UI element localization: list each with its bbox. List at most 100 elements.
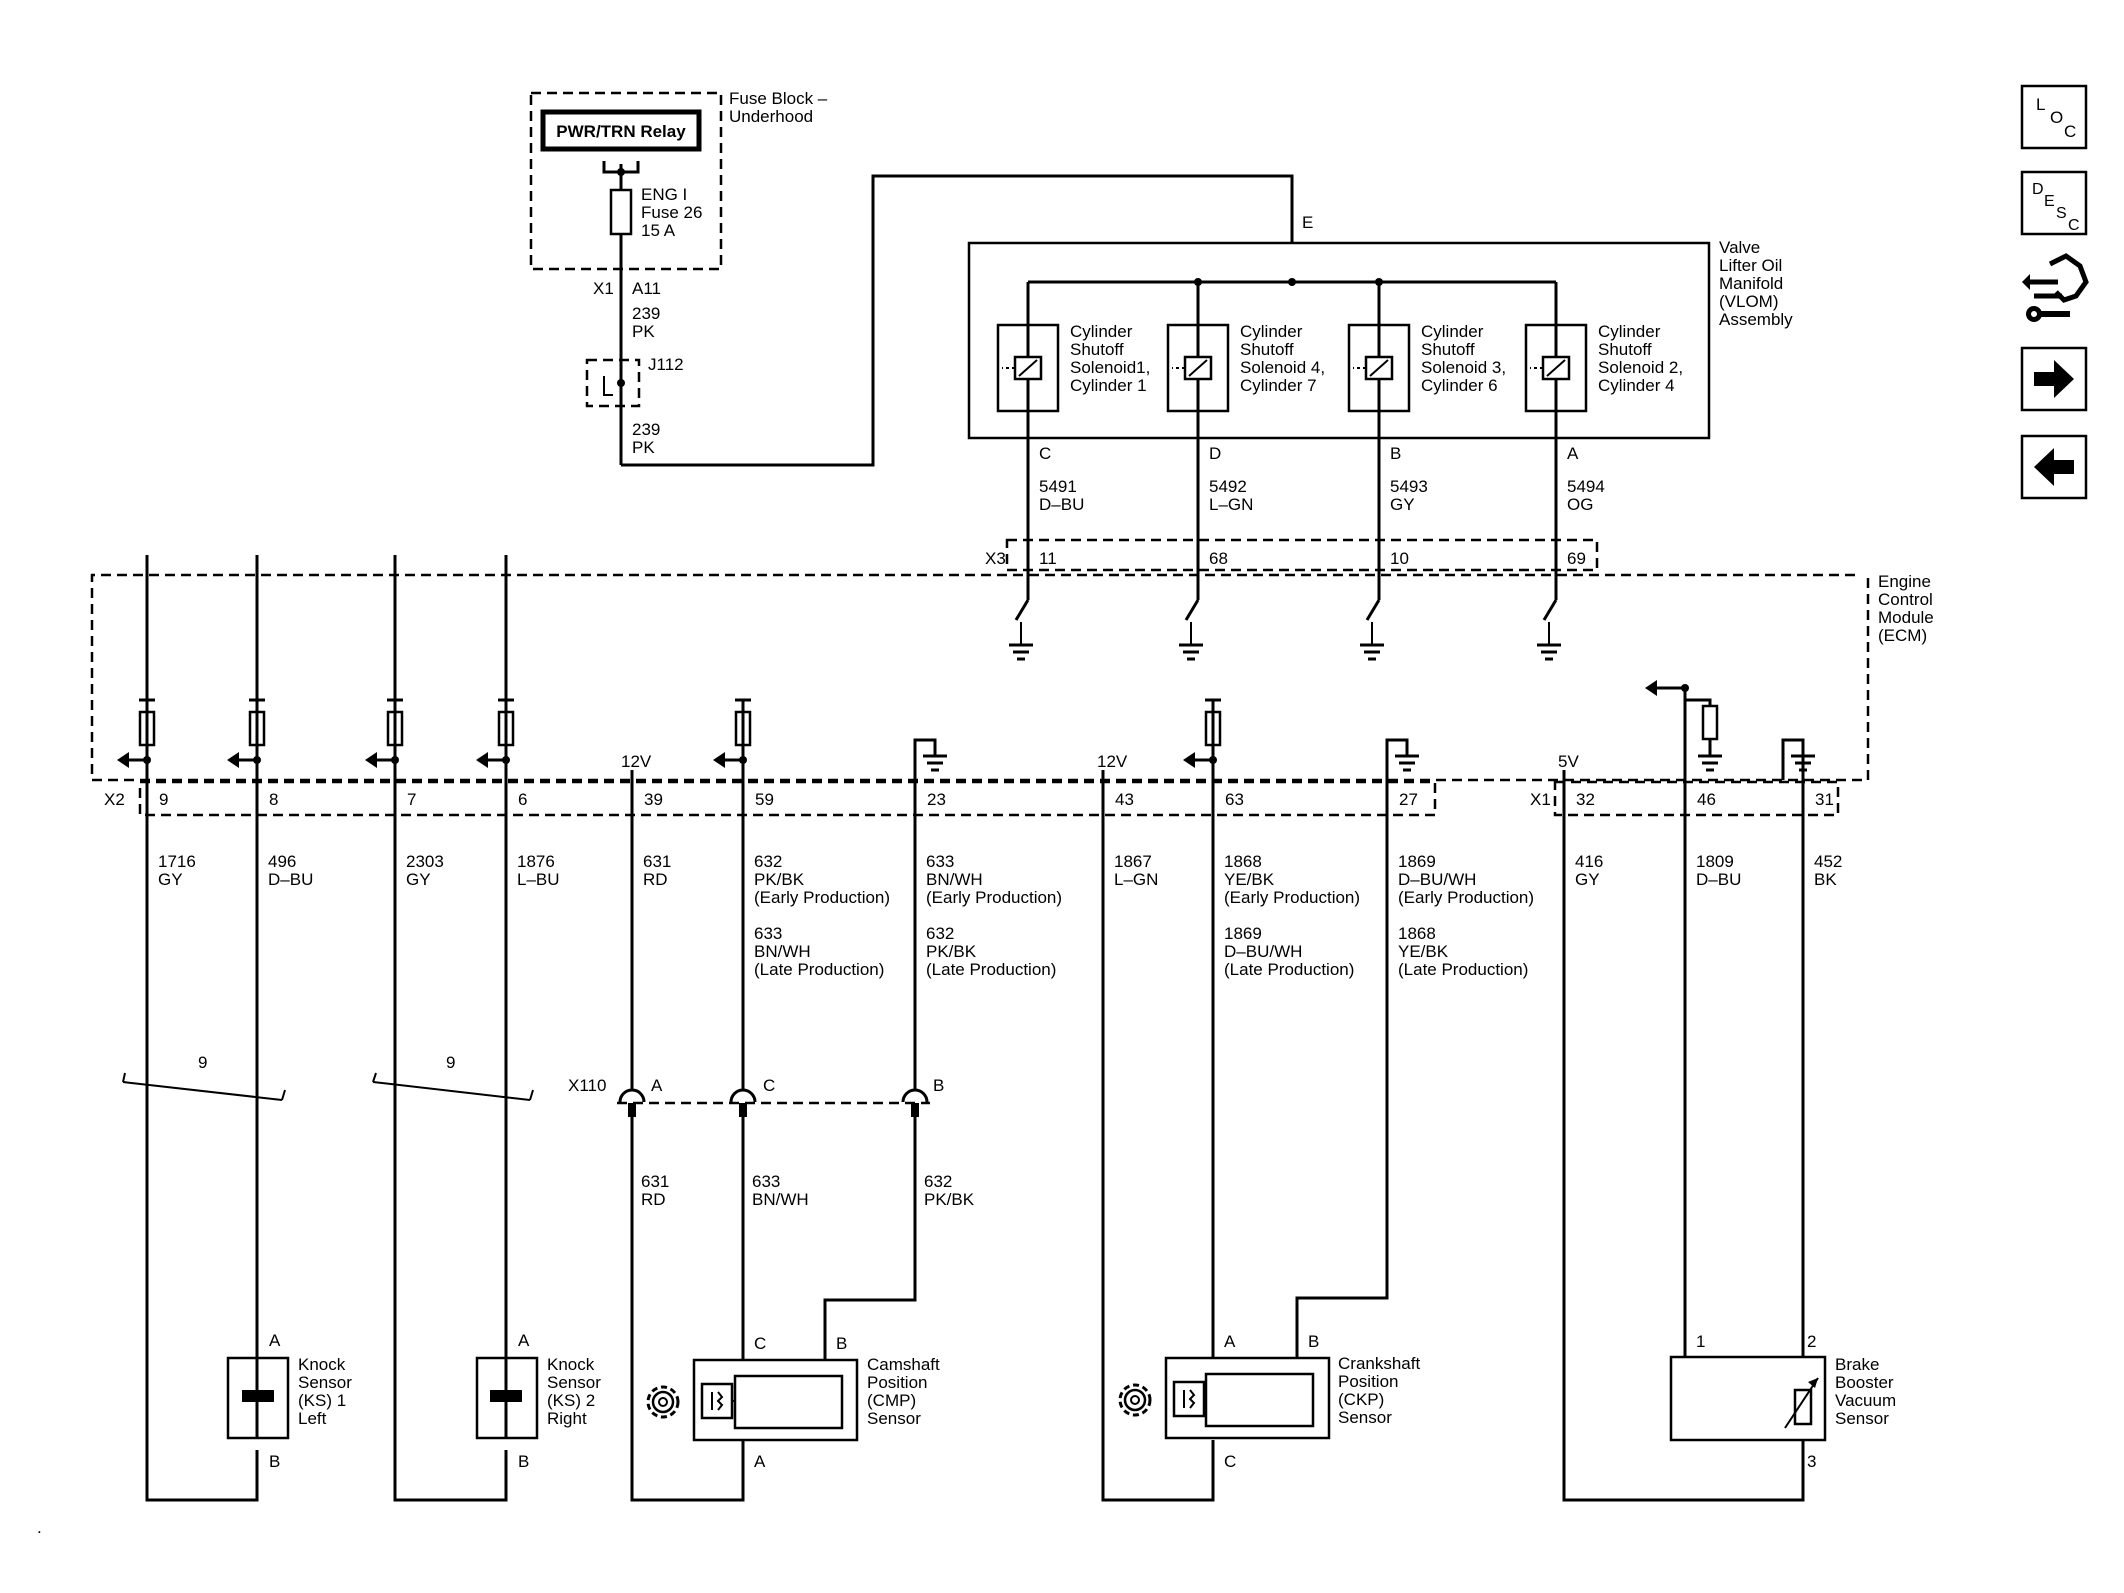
ecm-title-4: (ECM)	[1878, 626, 1927, 645]
j112-splice	[585, 358, 641, 408]
ecm-title-3: Module	[1878, 608, 1934, 627]
ecm-pin-8: 8	[269, 790, 278, 809]
ckp-label-4: Sensor	[1338, 1408, 1392, 1427]
pulldown-resistor	[1701, 704, 1719, 741]
ks2-label-4: Right	[547, 1409, 587, 1428]
wire-circuit: 632	[754, 852, 782, 871]
x110-lower-b-circuit: 632	[924, 1172, 952, 1191]
connector-tool-button[interactable]	[2022, 253, 2089, 322]
ks1-signal-wire	[145, 555, 259, 1502]
v12-label-2: 12V	[1097, 752, 1128, 771]
wire-labels: 1716GY496D–BU2303GY1876L–BU631RD632PK/BK…	[158, 852, 1842, 979]
ecm-pin-31: 31	[1815, 790, 1834, 809]
wire-color: BK	[1814, 870, 1837, 889]
wire-color: GY	[158, 870, 183, 889]
vlom-assembly: E Valve Lifter Oil Manifold (VLOM) Assem…	[967, 213, 1793, 661]
prev-page-button[interactable]	[2020, 434, 2088, 500]
ecm: Engine Control Module (ECM) X2 X1 12V 12…	[90, 572, 1934, 979]
wire-circuit-alt: 632	[926, 924, 954, 943]
wire-note: (Early Production)	[1224, 888, 1360, 907]
brake-booster-vacuum-sensor: 1 2 3 Brake Booster Vacuum Sensor	[1669, 1332, 1896, 1471]
wire-circuit: 452	[1814, 852, 1842, 871]
cmp-pin-c: C	[754, 1334, 766, 1353]
next-page-button[interactable]	[2020, 346, 2088, 412]
ks2-shield-count: 9	[446, 1053, 455, 1072]
ecm-pin-63: 63	[1225, 790, 1244, 809]
solenoid-label-4: Cylinder 7	[1240, 376, 1317, 395]
cmp-12v-wire	[630, 1115, 745, 1502]
loc-button[interactable]: L O C	[2020, 84, 2088, 150]
fuse-label-3: 15 A	[641, 221, 676, 240]
ks1-shield	[122, 1081, 283, 1101]
ks1-label-3: (KS) 1	[298, 1391, 346, 1410]
cmp-label-2: Position	[867, 1373, 927, 1392]
solenoid-label-2: Shutoff	[1421, 340, 1475, 359]
ks1-shield-count: 9	[198, 1053, 207, 1072]
ecm-internals	[117, 680, 1815, 815]
ecm-outline	[90, 573, 1870, 782]
fuse-conn-label: X1	[593, 279, 614, 298]
fuse-block-title-2: Underhood	[729, 107, 813, 126]
ecm-title-2: Control	[1878, 590, 1933, 609]
ecm-pin-43: 43	[1115, 790, 1134, 809]
fuse-label-2: Fuse 26	[641, 203, 702, 222]
ks1-pin-b: B	[269, 1452, 280, 1471]
vlom-title-5: Assembly	[1719, 310, 1793, 329]
vlom-title-2: Lifter Oil	[1719, 256, 1782, 275]
loc-letter-l: L	[2036, 95, 2045, 114]
wire-circuit: 633	[926, 852, 954, 871]
ckp-label-1: Crankshaft	[1338, 1354, 1420, 1373]
sol1-pin: C	[1039, 444, 1051, 463]
feed-color-2: PK	[632, 438, 655, 457]
wire-circuit: 416	[1575, 852, 1603, 871]
desc-letter-c: C	[2068, 217, 2080, 234]
fuse-block-title: Fuse Block –	[729, 89, 828, 108]
ks1-pin-a: A	[269, 1331, 281, 1350]
bbv-pin-3: 3	[1807, 1452, 1816, 1471]
wire-color: GY	[1575, 870, 1600, 889]
wire-circuit: 496	[268, 852, 296, 871]
sol4-pin: D	[1209, 444, 1221, 463]
ecm-pin-46: 46	[1697, 790, 1716, 809]
wire-color-alt: PK/BK	[926, 942, 977, 961]
sol2-pin: A	[1567, 444, 1579, 463]
fuse-label-1: ENG I	[641, 185, 687, 204]
wire-color: GY	[406, 870, 431, 889]
x110-pin-c: C	[763, 1076, 775, 1095]
bbv-label-1: Brake	[1835, 1355, 1879, 1374]
bbv-label-3: Vacuum	[1835, 1391, 1896, 1410]
v5-label: 5V	[1558, 752, 1579, 771]
solenoid-label-2: Shutoff	[1598, 340, 1652, 359]
ckp-label-2: Position	[1338, 1372, 1398, 1391]
cmp-sensor: C B A Camshaft Position (CMP) Sensor	[646, 1334, 940, 1471]
ckp-element	[1204, 1372, 1315, 1428]
ks2-signal-wire	[393, 555, 508, 1502]
knock-sensor-1: A B Knock Sensor (KS) 1 Left	[226, 1331, 352, 1471]
desc-button[interactable]: D E S C	[2020, 170, 2088, 236]
ks1-label-1: Knock	[298, 1355, 346, 1374]
ckp-label-3: (CKP)	[1338, 1390, 1384, 1409]
x110-lower-a-circuit: 631	[641, 1172, 669, 1191]
x110-pin-a: A	[651, 1076, 663, 1095]
ecm-pin-7: 7	[407, 790, 416, 809]
desc-letter-e: E	[2044, 193, 2055, 210]
x110-label: X110	[568, 1076, 606, 1095]
ks2-label-3: (KS) 2	[547, 1391, 595, 1410]
splice-label: J112	[648, 355, 684, 374]
x3-pin-68: 68	[1209, 549, 1228, 568]
cmp-low-wire	[823, 1115, 917, 1360]
solenoid-label-4: Cylinder 1	[1070, 376, 1147, 395]
ecm-pin-32: 32	[1576, 790, 1595, 809]
x3-pin-11: 11	[1039, 549, 1057, 568]
solenoid-label-3: Solenoid 2,	[1598, 358, 1683, 377]
ckp-pin-c: C	[1224, 1452, 1236, 1471]
cmp-label-4: Sensor	[867, 1409, 921, 1428]
right-arrow-icon	[2034, 360, 2074, 398]
solenoid-label-1: Cylinder	[1070, 322, 1133, 341]
ecm-pin-23: 23	[927, 790, 946, 809]
sol4-color: L–GN	[1209, 495, 1253, 514]
